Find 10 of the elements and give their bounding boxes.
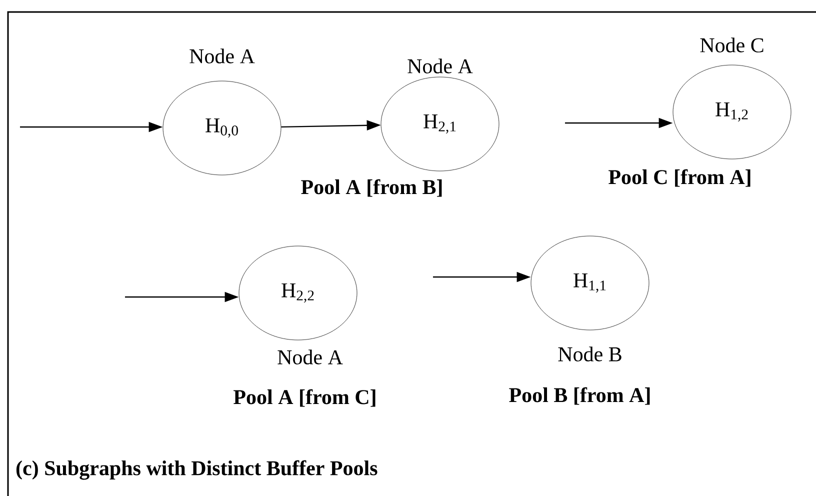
node-label: Node B <box>558 346 622 362</box>
pool-label: Pool C [from A] <box>608 169 750 187</box>
node-label: Node A <box>278 350 343 364</box>
caption: (c) Subgraphs with Distinct Buffer Pools <box>16 460 378 480</box>
pool-label: Pool A [from B] <box>301 179 442 197</box>
node-label: Node C <box>700 38 764 52</box>
node-label: Node A <box>190 48 255 64</box>
pool-label: Pool B [from A] <box>509 387 650 405</box>
pool-label: Pool A [from C] <box>234 389 376 407</box>
node-label: Node A <box>408 58 473 74</box>
